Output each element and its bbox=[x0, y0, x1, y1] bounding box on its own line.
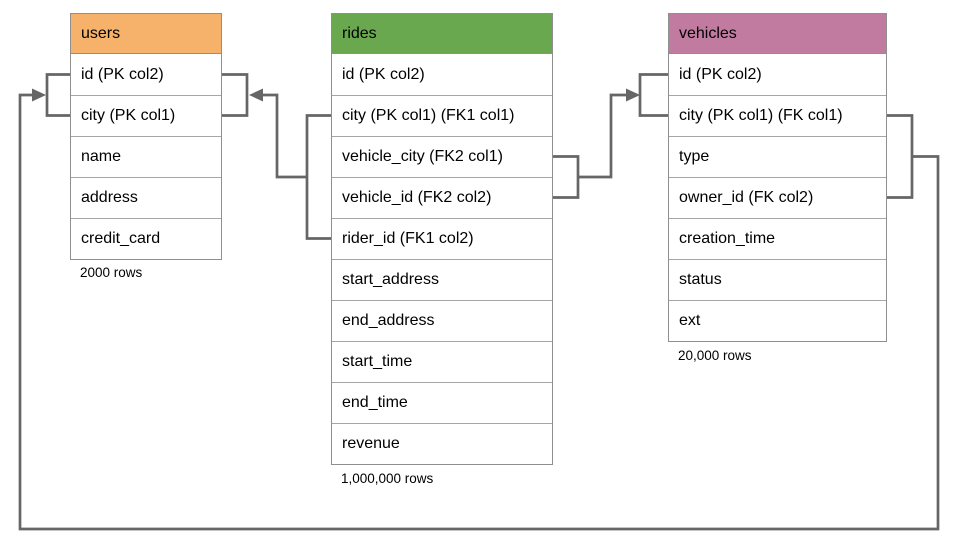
connector-line bbox=[18, 93, 940, 531]
column-row: type bbox=[669, 136, 886, 177]
relationship-vehicles-to-users bbox=[18, 73, 940, 531]
rides-row-count: 1,000,000 rows bbox=[341, 471, 434, 486]
column-row: id (PK col2) bbox=[332, 54, 552, 95]
column-row: city (PK col1) (FK col1) bbox=[669, 95, 886, 136]
column-row: id (PK col2) bbox=[669, 54, 886, 95]
users-table: users id (PK col2) city (PK col1) name a… bbox=[70, 13, 222, 260]
vehicles-table-header: vehicles bbox=[669, 14, 886, 54]
arrowhead-right-icon bbox=[32, 88, 46, 102]
column-row: start_time bbox=[332, 341, 552, 382]
connector-line bbox=[553, 155, 580, 199]
column-row: owner_id (FK col2) bbox=[669, 177, 886, 218]
column-row: rider_id (FK1 col2) bbox=[332, 218, 552, 259]
rides-table-header: rides bbox=[332, 14, 552, 54]
arrowhead-right-icon bbox=[626, 88, 640, 102]
column-row: end_address bbox=[332, 300, 552, 341]
column-row: revenue bbox=[332, 423, 552, 464]
connector-line bbox=[887, 114, 914, 199]
connector-line bbox=[638, 73, 668, 117]
arrowhead-left-icon bbox=[249, 88, 263, 102]
column-row: vehicle_city (FK2 col1) bbox=[332, 136, 552, 177]
column-row: credit_card bbox=[71, 218, 221, 259]
connector-line bbox=[45, 73, 70, 117]
column-row: creation_time bbox=[669, 218, 886, 259]
column-row: end_time bbox=[332, 382, 552, 423]
connector-line bbox=[305, 114, 331, 240]
column-row: city (PK col1) (FK1 col1) bbox=[332, 95, 552, 136]
users-table-header: users bbox=[71, 14, 221, 54]
users-row-count: 2000 rows bbox=[80, 265, 143, 280]
column-row: name bbox=[71, 136, 221, 177]
vehicles-row-count: 20,000 rows bbox=[678, 348, 752, 363]
column-row: start_address bbox=[332, 259, 552, 300]
column-row: status bbox=[669, 259, 886, 300]
connector-line bbox=[262, 93, 307, 179]
column-row: ext bbox=[669, 300, 886, 341]
column-row: id (PK col2) bbox=[71, 54, 221, 95]
column-row: address bbox=[71, 177, 221, 218]
column-row: city (PK col1) bbox=[71, 95, 221, 136]
vehicles-table: vehicles id (PK col2) city (PK col1) (FK… bbox=[668, 13, 887, 342]
column-row: vehicle_id (FK2 col2) bbox=[332, 177, 552, 218]
connector-line bbox=[578, 93, 626, 179]
rides-table: rides id (PK col2) city (PK col1) (FK1 c… bbox=[331, 13, 553, 465]
connector-line bbox=[222, 73, 249, 117]
relationship-rides-to-users bbox=[222, 73, 331, 240]
relationship-rides-to-vehicles bbox=[553, 73, 668, 199]
